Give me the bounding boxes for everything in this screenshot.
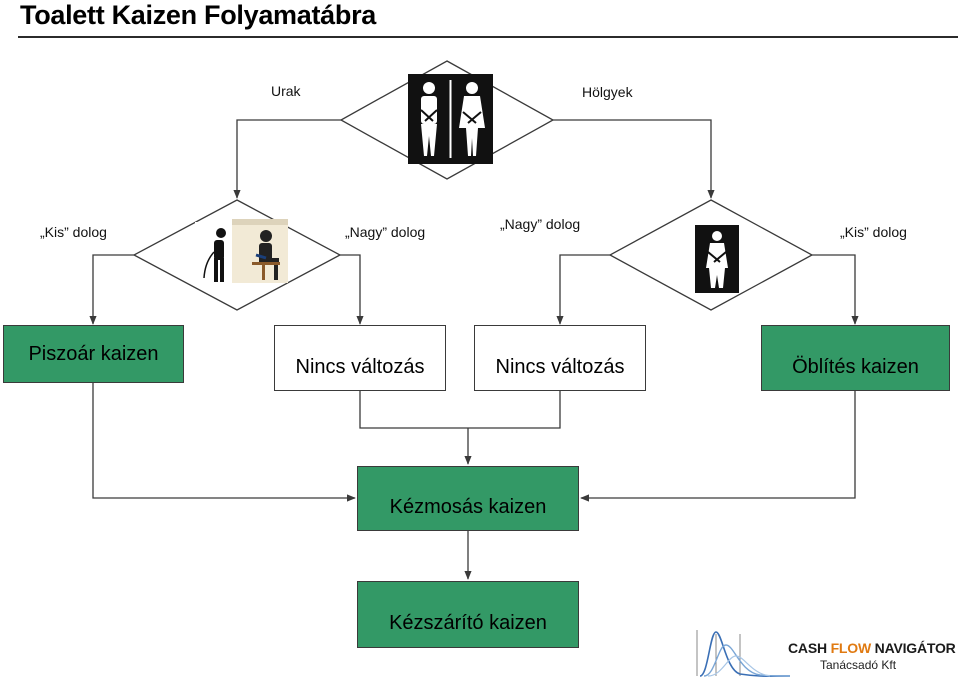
logo-brand-flow: FLOW: [830, 640, 872, 656]
box-oblites-label: Öblítés kaizen: [792, 355, 919, 378]
connector-men: [233, 119, 341, 199]
man-urinating-and-sitting-icon: [195, 219, 288, 284]
box-piszoar-label: Piszoár kaizen: [28, 342, 159, 365]
label-men-big: „Nagy” dolog: [345, 224, 426, 240]
box-kezmosas-kaizen: Kézmosás kaizen: [357, 466, 579, 531]
connector-women: [553, 119, 715, 199]
connector-men-big: [340, 254, 364, 325]
label-women: Hölgyek: [582, 84, 633, 100]
connector-merge-nochange: [359, 391, 561, 429]
label-men-small: „Kis” dolog: [40, 224, 107, 240]
connector-oblites-kezmosas: [580, 391, 856, 502]
box-oblites-kaizen: Öblítés kaizen: [761, 325, 950, 391]
box-nincs-valtozas-1: Nincs változás: [274, 325, 446, 391]
connector-men-small: [89, 254, 134, 325]
label-women-big: „Nagy” dolog: [500, 216, 581, 232]
connector-piszoar-kezmosas: [92, 383, 356, 502]
box-kezszarito-label: Kézszárító kaizen: [389, 612, 547, 634]
label-women-small: „Kis” dolog: [840, 224, 907, 240]
box-nincs2-label: Nincs változás: [495, 355, 625, 378]
logo-brand-navigator: NAVIGÁTOR: [870, 640, 956, 656]
title-underline: [18, 36, 958, 38]
logo-brand: CASH FLOW NAVIGÁTOR: [788, 640, 956, 656]
page-title: Toalett Kaizen Folyamatábra: [20, 0, 376, 30]
connector-women-big: [556, 254, 610, 325]
woman-restroom-icon: [695, 225, 739, 293]
box-nincs-valtozas-2: Nincs változás: [474, 325, 646, 391]
box-kezszarito-kaizen: Kézszárító kaizen: [357, 581, 579, 648]
logo-subtitle: Tanácsadó Kft: [820, 658, 897, 672]
cash-flow-navigator-logo-graphic: [696, 630, 791, 677]
box-piszoar-kaizen: Piszoár kaizen: [3, 325, 184, 383]
box-nincs1-label: Nincs változás: [295, 355, 425, 378]
restroom-men-women-icon: [408, 74, 493, 164]
label-men: Urak: [271, 83, 301, 99]
logo-brand-cash: CASH: [788, 640, 831, 656]
box-kezmosas-label: Kézmosás kaizen: [389, 496, 547, 518]
connector-women-small: [812, 254, 859, 325]
